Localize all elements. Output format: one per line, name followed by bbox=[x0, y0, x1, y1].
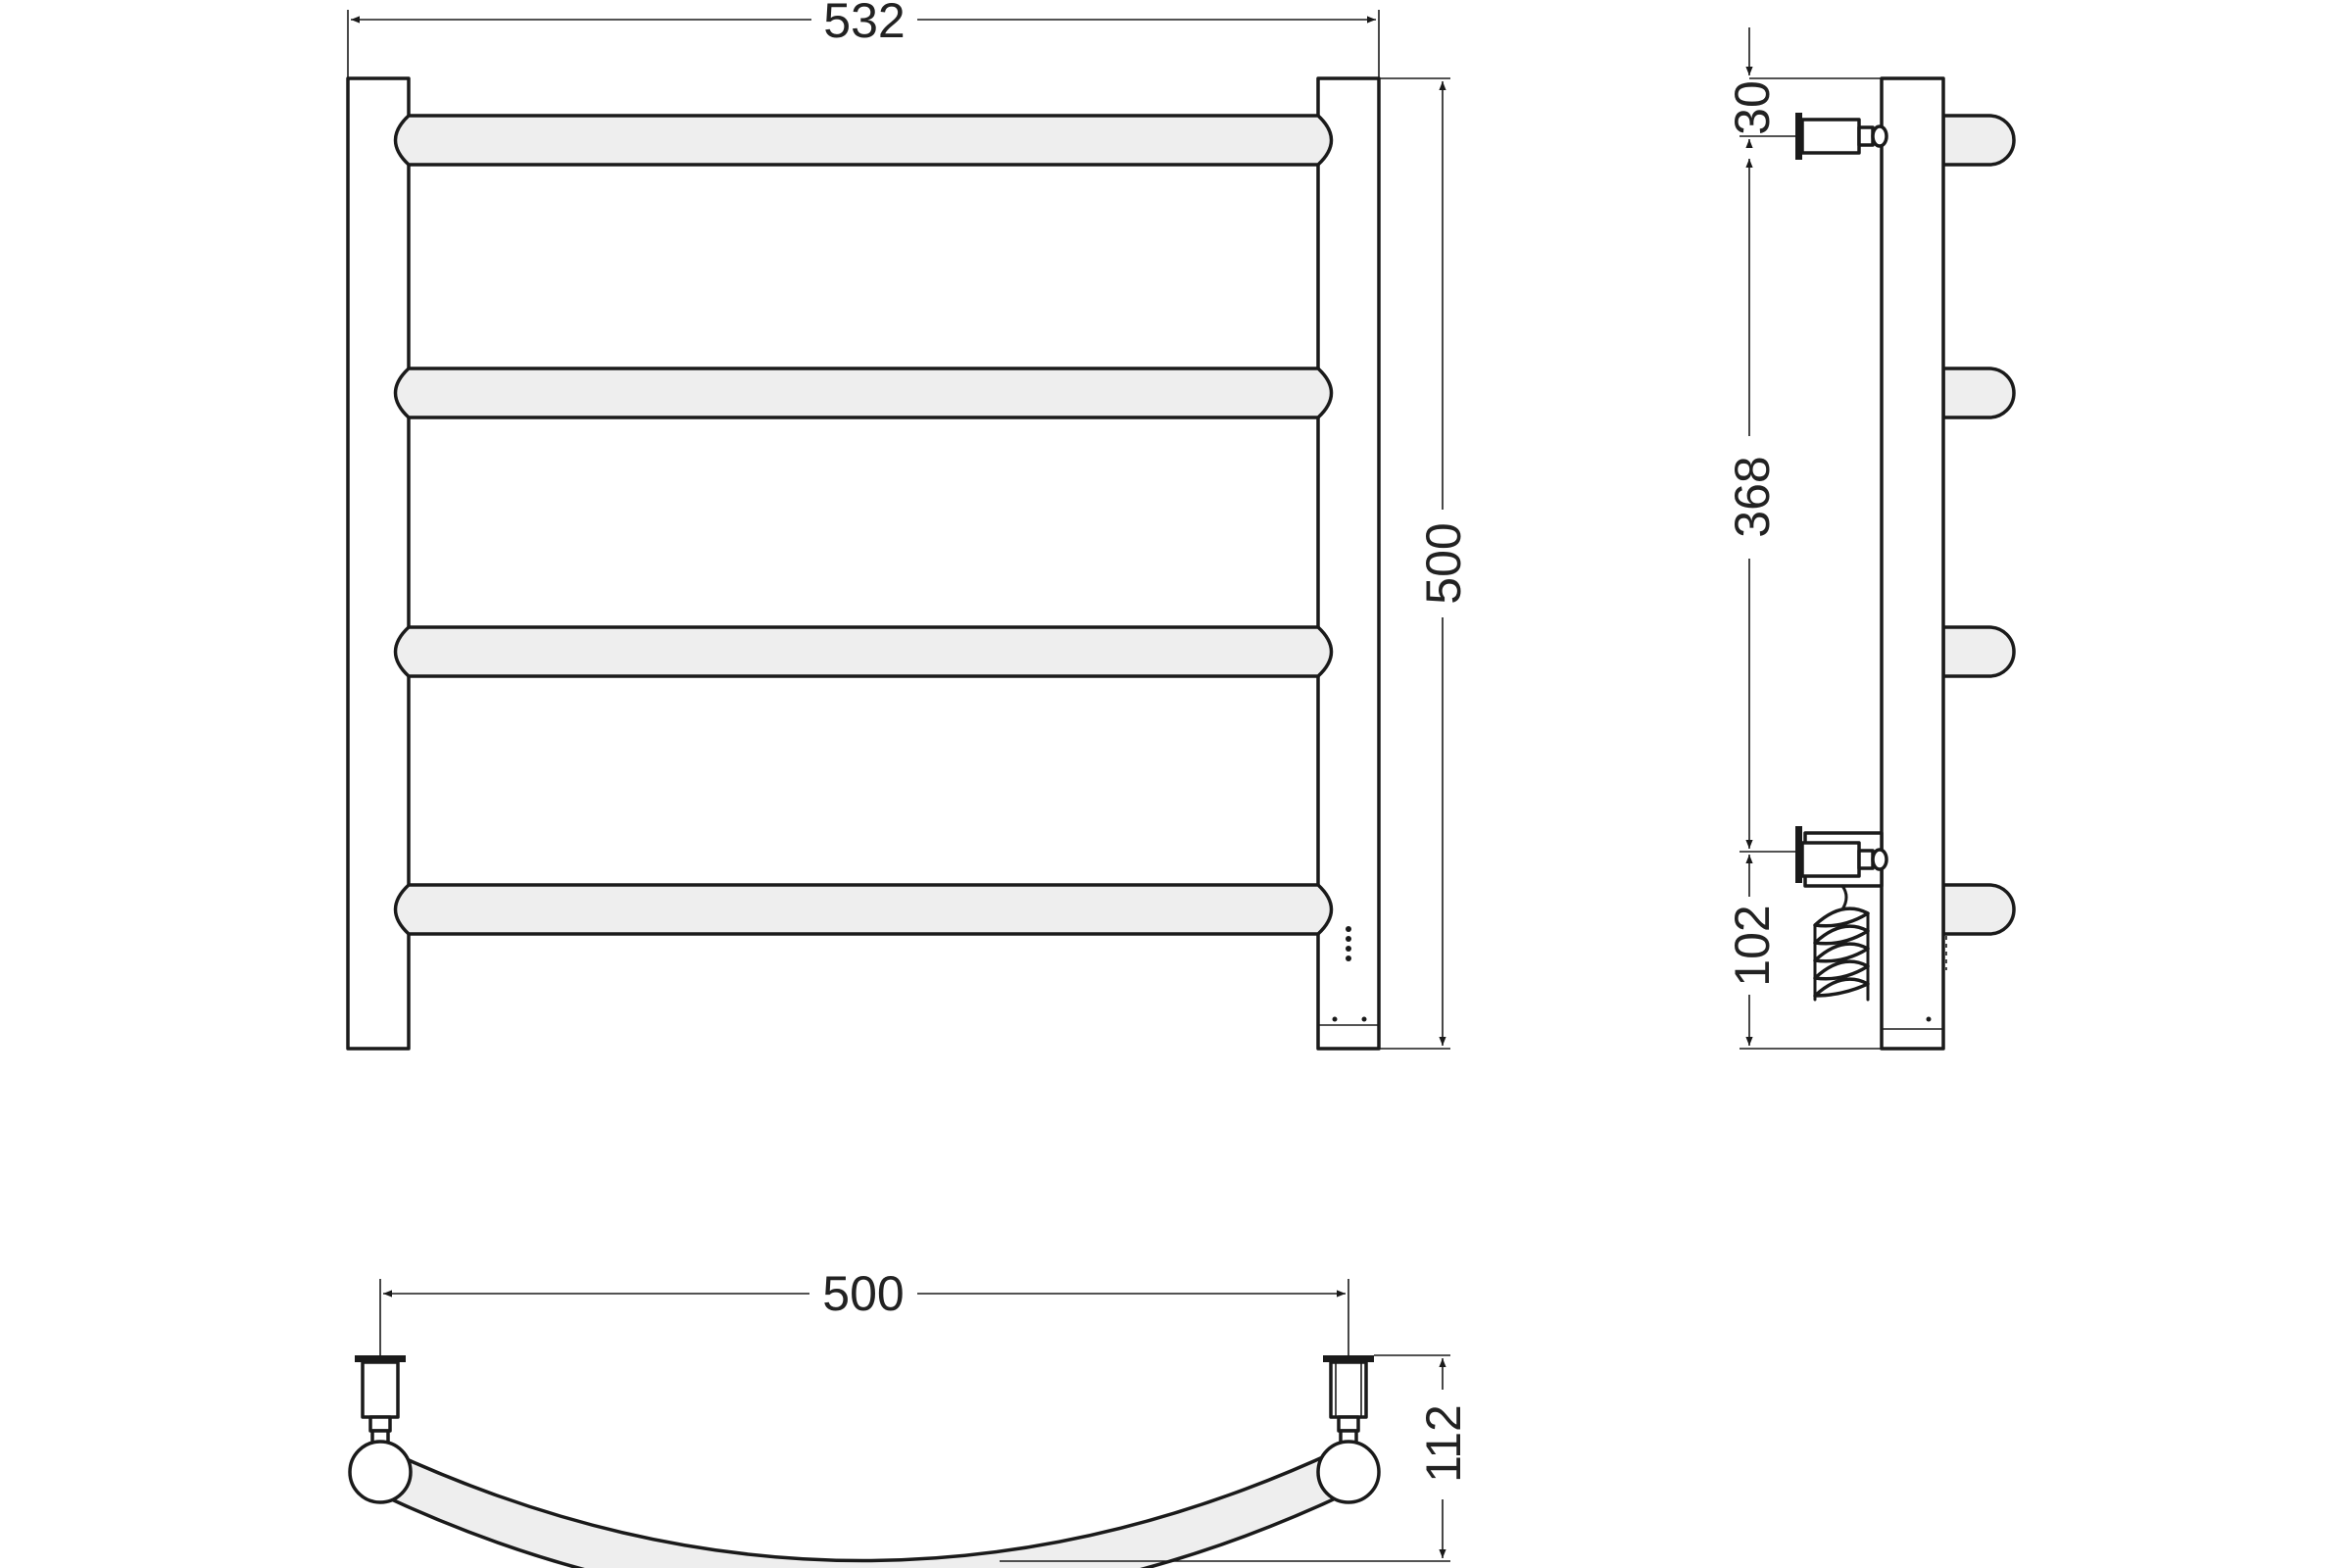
side-post bbox=[1880, 76, 1945, 1051]
dimension-top-offset-30: 30 bbox=[1725, 27, 1882, 148]
indicator-lights bbox=[1346, 926, 1351, 961]
left-post bbox=[346, 76, 411, 1051]
rung-4 bbox=[393, 883, 1334, 936]
dimension-bottom-offset-102: 102 bbox=[1725, 855, 1882, 1050]
dimension-label: 112 bbox=[1416, 1404, 1471, 1483]
rung-3 bbox=[393, 625, 1334, 678]
dimension-width-532: 532 bbox=[347, 0, 1380, 78]
dimension-label: 500 bbox=[822, 1266, 904, 1321]
right-post-section bbox=[1316, 1440, 1381, 1504]
side-rung-4 bbox=[1941, 883, 2016, 936]
top-wall-mount bbox=[1795, 113, 1888, 160]
rung-1 bbox=[393, 114, 1334, 167]
left-post-section bbox=[348, 1440, 413, 1504]
front-view: 532 500 bbox=[346, 0, 1471, 1051]
right-top-mount bbox=[1316, 1355, 1381, 1504]
side-rung-2 bbox=[1941, 367, 2016, 419]
dimension-depth-112: 112 bbox=[1000, 1354, 1471, 1562]
dimension-label: 532 bbox=[823, 0, 905, 48]
power-cable-coil bbox=[1813, 884, 1870, 1002]
dimension-label: 30 bbox=[1725, 80, 1780, 135]
right-post bbox=[1316, 76, 1381, 1051]
dimension-height-500: 500 bbox=[1379, 77, 1471, 1050]
dimension-top-mount-spacing-500: 500 bbox=[379, 1266, 1349, 1355]
dimension-label: 368 bbox=[1725, 456, 1780, 537]
side-view: 30 368 102 bbox=[1725, 27, 2016, 1051]
dimension-mount-spacing-368: 368 bbox=[1725, 159, 1803, 853]
side-rung-3 bbox=[1941, 625, 2016, 678]
dimension-label: 500 bbox=[1416, 522, 1471, 604]
left-top-mount bbox=[348, 1355, 413, 1504]
top-view: 500 112 bbox=[348, 1266, 1471, 1568]
side-rung-1 bbox=[1941, 114, 2016, 167]
bottom-wall-mount bbox=[1795, 826, 1888, 888]
curved-rail bbox=[368, 1448, 1356, 1568]
rung-2 bbox=[393, 367, 1334, 419]
dimension-label: 102 bbox=[1725, 905, 1780, 986]
